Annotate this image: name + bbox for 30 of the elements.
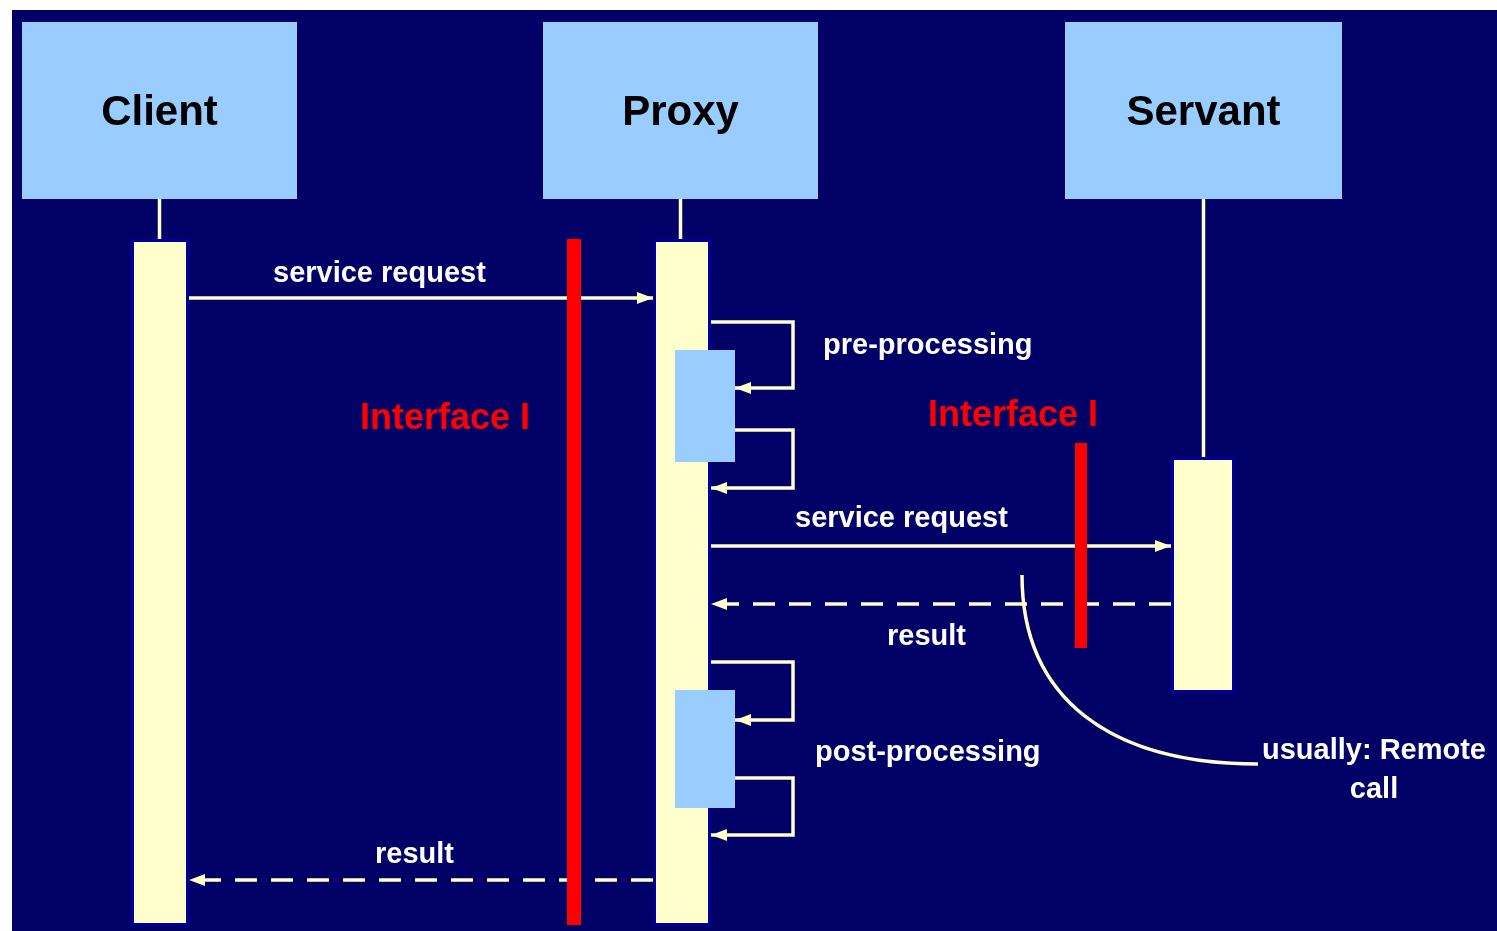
arrow (189, 292, 653, 304)
return-arrow (711, 598, 1171, 610)
step-label: post-processing (815, 734, 1041, 768)
lifeline (678, 199, 683, 239)
annotation-text: usually: Remote call (1258, 730, 1490, 815)
lifeline (1201, 199, 1206, 457)
activation-bar (131, 239, 189, 926)
return-arrow (189, 874, 653, 886)
edge-label: result (375, 836, 454, 870)
interface-label: Interface I (928, 397, 1099, 431)
arrow (711, 428, 795, 494)
step-label: pre-processing (823, 327, 1033, 361)
interface-bar (1075, 443, 1087, 648)
lifeline (157, 199, 162, 239)
participant-box: Proxy (543, 22, 818, 199)
arrow (711, 660, 795, 726)
processing-box (675, 690, 735, 808)
participant-box: Client (22, 22, 297, 199)
arrow (711, 540, 1171, 552)
edge-label: service request (795, 500, 1008, 534)
participant-box: Servant (1065, 22, 1342, 199)
activation-bar (1171, 457, 1235, 693)
arrow (711, 320, 795, 394)
arrow (711, 776, 795, 841)
leader-line (1020, 574, 1259, 766)
edge-label: result (887, 618, 966, 652)
edge-label: service request (273, 255, 486, 289)
interface-label: Interface I (360, 400, 531, 434)
interface-bar (567, 239, 581, 925)
processing-box (675, 350, 735, 462)
